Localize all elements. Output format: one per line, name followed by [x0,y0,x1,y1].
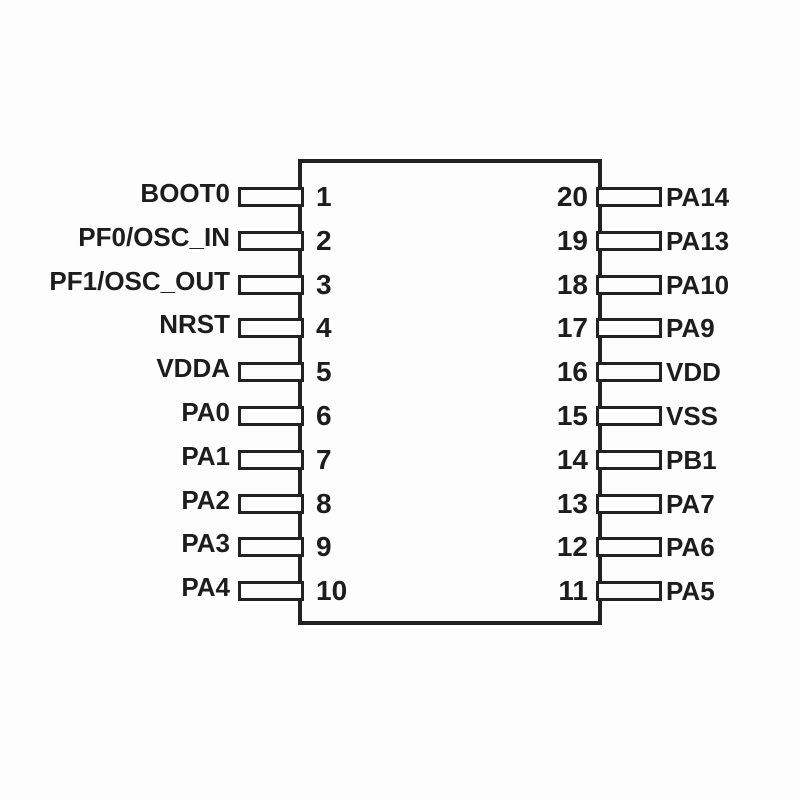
pin-label: VDD [666,357,721,387]
pin-lead [596,275,662,295]
pin-lead [596,581,662,601]
pin-number: 12 [556,531,588,562]
pin-label: PA7 [666,489,715,519]
pin-label: NRST [159,309,230,339]
pin-label: PA1 [181,441,230,471]
pin-lead [238,450,304,470]
pin-number: 2 [316,225,332,256]
pin-label: PA9 [666,313,715,343]
pin-number: 10 [316,575,348,606]
pin-number: 1 [316,181,332,212]
pin-label: PA10 [666,270,730,300]
pin-number: 17 [556,312,588,343]
pin-label: PA0 [181,397,230,427]
pin-lead [596,494,662,514]
pin-number: 3 [316,269,332,300]
pin-number: 20 [556,181,588,212]
pin-lead [238,187,304,207]
pin-label: PA6 [666,532,715,562]
pin-number: 5 [316,356,332,387]
pin-number: 4 [316,312,332,343]
pin-lead [596,318,662,338]
pin-number: 6 [316,400,332,431]
pin-number: 9 [316,531,332,562]
pin-number: 16 [556,356,588,387]
pin-number: 8 [316,488,332,519]
pin-lead [238,275,304,295]
pin-label: PA13 [666,226,730,256]
pin-label: PA2 [181,485,230,515]
pin-lead [596,537,662,557]
pin-number: 11 [558,575,588,606]
pin-number: 13 [556,488,588,519]
pin-number: 14 [556,444,588,475]
pin-label: PA5 [666,576,715,606]
pin-lead [238,406,304,426]
pin-number: 19 [556,225,588,256]
pin-label: PA3 [181,528,230,558]
pin-label: BOOT0 [140,178,230,208]
pin-lead [238,581,304,601]
pin-label: VSS [666,401,719,431]
pin-lead [238,318,304,338]
pin-lead [238,494,304,514]
ic-chip-body [298,159,602,625]
pin-label: VDDA [156,353,230,383]
pin-number: 7 [316,444,332,475]
pin-number: 18 [556,269,588,300]
pin-lead [238,362,304,382]
pin-lead [596,187,662,207]
pin-label: PA4 [181,572,230,602]
pin-lead [596,406,662,426]
pin-lead [238,231,304,251]
pin-label: PA14 [666,182,730,212]
pin-number: 15 [556,400,588,431]
pin-label: PF0/OSC_IN [78,222,230,252]
pin-lead [596,450,662,470]
pin-label: PB1 [666,445,717,475]
pin-label: PF1/OSC_OUT [49,266,230,296]
pin-lead [596,362,662,382]
pin-lead [238,537,304,557]
pin-lead [596,231,662,251]
